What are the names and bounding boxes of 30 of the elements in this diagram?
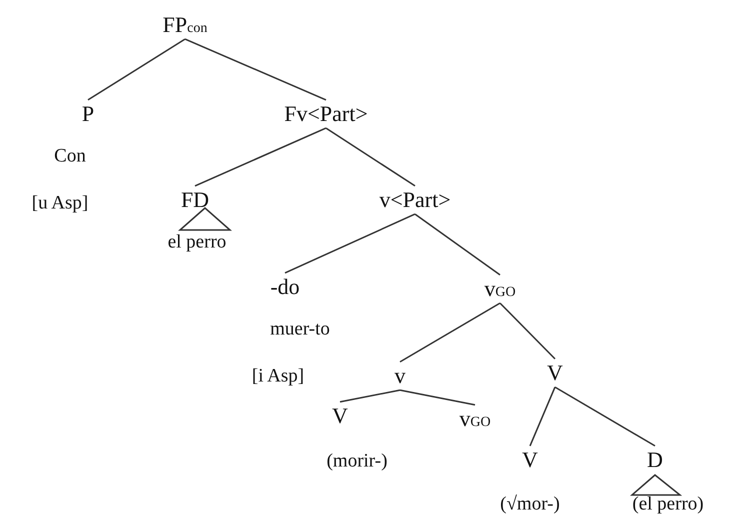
tree-branch <box>529 386 556 446</box>
tree-branch <box>400 302 500 363</box>
node-label: -do <box>270 274 300 300</box>
tree-branch <box>88 38 186 101</box>
lexical-label: muer-to <box>270 320 330 340</box>
lexical-label: el perro <box>168 232 226 254</box>
lexical-label: [u Asp] <box>32 194 88 214</box>
node-label: V <box>332 404 348 428</box>
lexical-label: (√mor-) <box>500 494 560 516</box>
tree-branch <box>184 38 326 101</box>
node-label: Fv<Part> <box>284 102 368 126</box>
node-label: v<Part> <box>379 188 451 212</box>
lexical-label: [i Asp] <box>252 366 304 388</box>
tree-branch <box>340 389 400 403</box>
tree-branch <box>326 127 416 187</box>
node-label: V <box>547 360 563 386</box>
tree-branch <box>554 386 656 447</box>
lexical-label: (morir-) <box>326 452 388 472</box>
tree-branch <box>414 213 500 276</box>
lexical-label: Con <box>54 146 86 168</box>
tree-branch <box>400 389 476 406</box>
tree-branch <box>499 302 556 360</box>
node-label: V <box>522 448 538 472</box>
lexical-label: (el perro) <box>632 494 704 516</box>
node-label: D <box>647 448 663 472</box>
node-label: FD <box>180 188 210 212</box>
node-label: P <box>82 102 94 126</box>
tree-branch <box>194 127 326 187</box>
tree-branch <box>284 213 416 274</box>
node-label: v <box>394 364 406 388</box>
